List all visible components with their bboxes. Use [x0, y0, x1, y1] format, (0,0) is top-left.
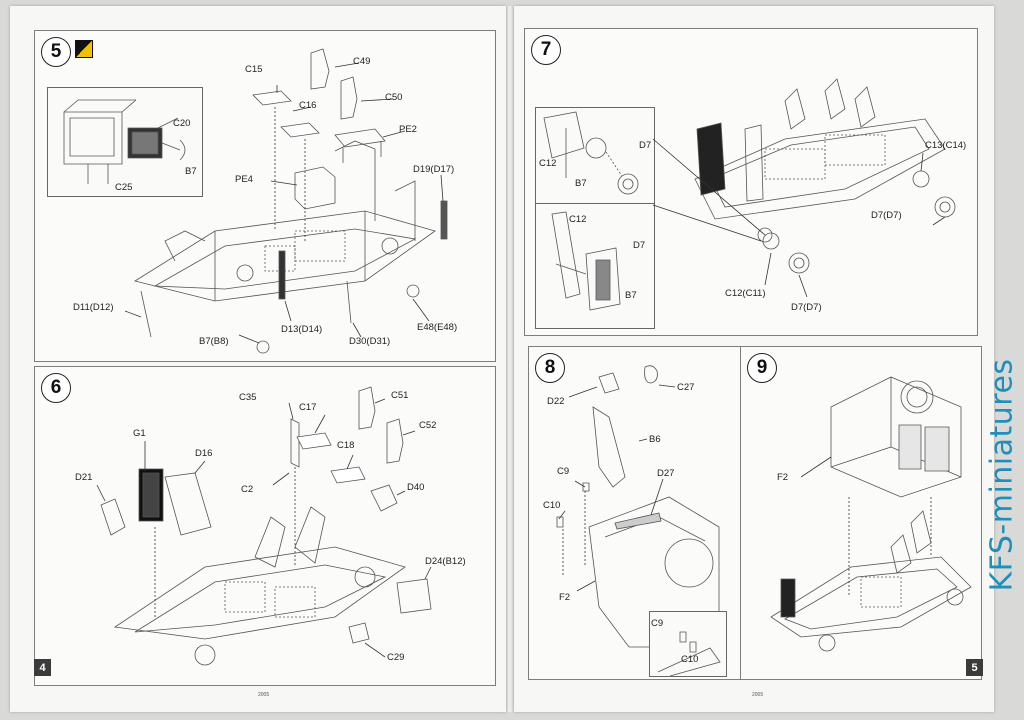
part-label: D19(D17): [413, 164, 455, 175]
part-label: C35: [239, 392, 257, 403]
watermark: KFS-miniatures: [984, 358, 1020, 592]
footer-text-left: 2005: [258, 692, 270, 698]
part-label: E48(E48): [417, 322, 458, 333]
part-label: D7(D7): [871, 210, 902, 221]
steering-inset-drawing: [536, 204, 654, 328]
footer-text-right: 2005: [752, 692, 764, 698]
part-label: B6: [649, 434, 661, 445]
step-number: 8: [535, 353, 565, 383]
paint-warning-icon: [75, 40, 93, 58]
step-number: 9: [747, 353, 777, 383]
part-label: G1: [133, 428, 146, 439]
part-label: D16: [195, 448, 213, 459]
part-label: D30(D31): [349, 336, 391, 347]
engine-inset-drawing: [48, 88, 202, 196]
part-label: B7(B8): [199, 336, 229, 347]
page-number-left: 4: [34, 659, 51, 676]
part-label: B7: [185, 166, 197, 177]
part-label: C50: [385, 92, 403, 103]
step-9-panel: 9 F2: [740, 346, 982, 680]
part-label: C9: [557, 466, 570, 477]
part-label: C27: [677, 382, 695, 393]
part-label: C12(C11): [725, 288, 766, 299]
step-6-panel: 6: [34, 366, 496, 686]
part-label: B7: [625, 290, 637, 301]
page-number-right: 5: [966, 659, 983, 676]
step-7-panel: 7: [524, 28, 978, 336]
part-label: D7: [633, 240, 646, 251]
step-number: 7: [531, 35, 561, 65]
part-label: C52: [419, 420, 437, 431]
part-label: D7(D7): [791, 302, 822, 313]
part-label: C12: [539, 158, 557, 169]
book-spine: [504, 6, 516, 712]
clip-detail-inset-drawing: [650, 612, 726, 676]
part-label: D13(D14): [281, 324, 323, 335]
step-5-panel: 5: [34, 30, 496, 362]
part-label: C13(C14): [925, 140, 967, 151]
part-label: C20: [173, 118, 191, 129]
part-label: PE2: [399, 124, 417, 135]
part-label: PE4: [235, 174, 253, 185]
part-label: D7: [639, 140, 652, 151]
step-number: 5: [41, 37, 71, 67]
left-page: 5: [10, 6, 506, 712]
part-label: D24(B12): [425, 556, 466, 567]
part-label: D22: [547, 396, 565, 407]
part-label: F2: [777, 472, 789, 483]
step-7-drawing: [525, 29, 977, 335]
step-8-inset: [649, 611, 727, 677]
right-page: 7: [514, 6, 994, 712]
step-9-drawing: [741, 347, 981, 679]
part-label: C10: [681, 654, 699, 665]
part-label: C51: [391, 390, 409, 401]
step-5-drawing: [35, 31, 495, 361]
step-6-drawing: [35, 367, 495, 685]
part-label: D11(D12): [73, 302, 114, 313]
step-8-drawing: [529, 347, 741, 679]
part-label: C16: [299, 100, 317, 111]
step-7-inset-top: [535, 107, 655, 205]
part-label: D21: [75, 472, 93, 483]
part-label: F2: [559, 592, 571, 603]
step-8-panel: 8: [528, 346, 742, 680]
part-label: C17: [299, 402, 317, 413]
part-label: D40: [407, 482, 425, 493]
part-label: C12: [569, 214, 587, 225]
step-7-inset-bottom: [535, 203, 655, 329]
part-label: C2: [241, 484, 254, 495]
wheel-hub-inset-drawing: [536, 108, 654, 204]
part-label: C9: [651, 618, 664, 629]
part-label: C10: [543, 500, 561, 511]
part-label: C49: [353, 56, 371, 67]
step-number: 6: [41, 373, 71, 403]
part-label: C29: [387, 652, 405, 663]
part-label: B7: [575, 178, 587, 189]
step-5-inset: [47, 87, 203, 197]
part-label: C18: [337, 440, 355, 451]
part-label: D27: [657, 468, 675, 479]
part-label: C25: [115, 182, 133, 193]
part-label: C15: [245, 64, 263, 75]
